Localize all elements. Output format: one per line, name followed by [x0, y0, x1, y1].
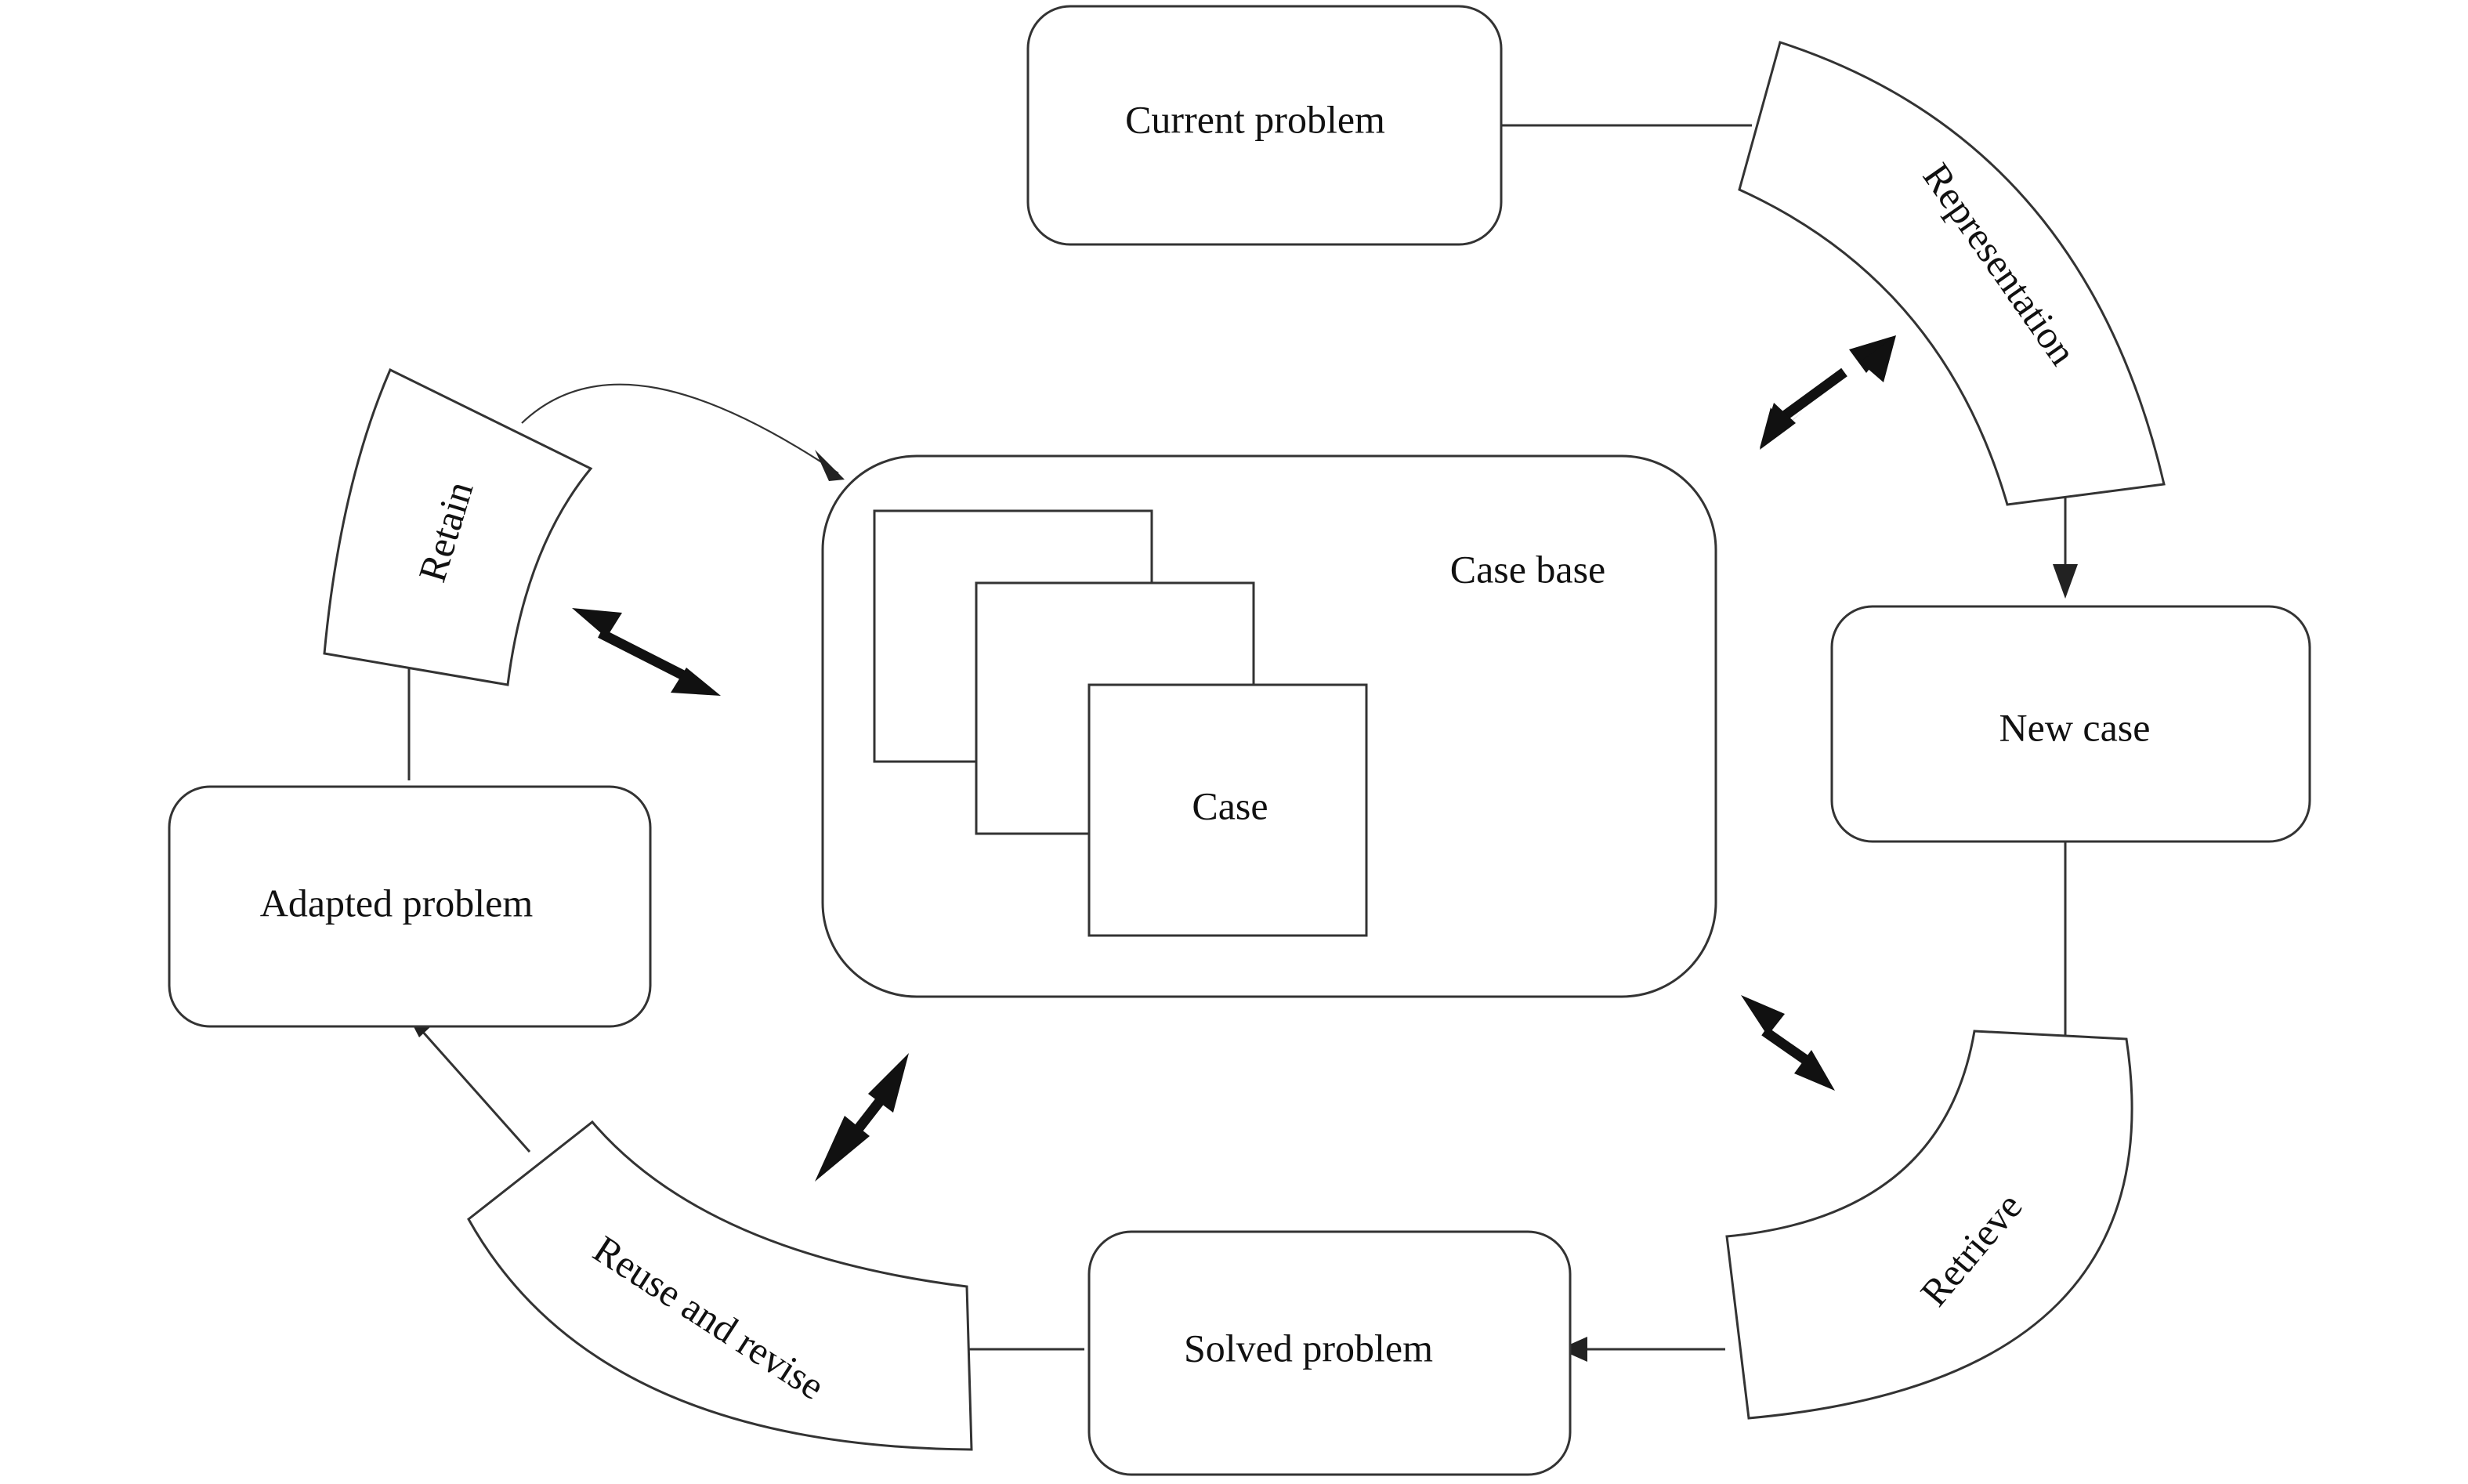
representation-step-shape	[1738, 41, 2166, 506]
solved-problem-box	[1087, 1230, 1572, 1476]
connector-retain-to-case-base	[521, 383, 839, 474]
bidirectional-arrow-reuse	[815, 1053, 909, 1182]
new-case-label: New case	[1999, 705, 2151, 749]
case-card-front	[1087, 683, 1368, 937]
case-label: Case	[1192, 784, 1268, 827]
reuse-and-revise-step-shape	[467, 1120, 973, 1451]
retrieve-step-shape	[1725, 1030, 2133, 1420]
bidirectional-arrow-retrieve	[1741, 995, 1835, 1091]
arrowhead-to-case-base	[815, 450, 845, 481]
case-base-label: Case base	[1450, 547, 1606, 591]
bidirectional-arrow-representation	[1760, 335, 1896, 450]
new-case-box	[1830, 605, 2311, 843]
solved-problem-label: Solved problem	[1184, 1326, 1433, 1370]
adapted-problem-box	[168, 785, 652, 1028]
arrowhead-to-new-case	[2053, 564, 2078, 599]
adapted-problem-label: Adapted problem	[260, 881, 534, 925]
bidirectional-arrow-retain	[572, 608, 721, 696]
connector-reuse-to-adapted	[414, 1023, 531, 1153]
arrowhead-to-solved-problem	[1559, 1337, 1587, 1362]
retain-step-shape	[323, 367, 593, 686]
current-problem-box	[1026, 5, 1503, 246]
current-problem-label: Current problem	[1125, 97, 1385, 141]
